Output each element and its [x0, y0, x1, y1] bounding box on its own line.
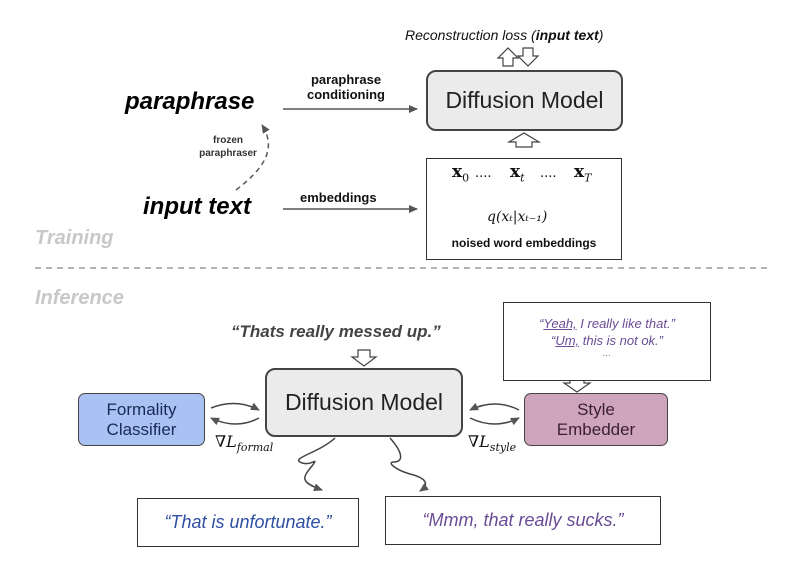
noised-caption: noised word embeddings: [451, 236, 597, 250]
reconstruction-loss-label: Reconstruction loss (input text): [405, 27, 603, 43]
style-example-1-open-quote: “: [539, 316, 544, 331]
reconstruction-loss-bold: input text: [535, 27, 599, 43]
style-label-line2: Embedder: [556, 419, 636, 439]
reconstruction-up-arrow: [496, 47, 520, 67]
style-label-line1: Style: [577, 399, 615, 419]
paraphrase-conditioning-label: paraphrase conditioning: [284, 72, 408, 102]
reconstruction-loss-prefix: Reconstruction loss (: [405, 27, 536, 43]
x0-sub: 0: [462, 171, 470, 185]
style-example-2-open-quote: “: [551, 333, 556, 348]
input-text-label: input text: [143, 193, 251, 220]
formal-gradient-sub: formal: [236, 441, 274, 455]
x0-symbol: x0: [452, 162, 469, 184]
input-quote: “Thats really messed up.”: [231, 322, 441, 341]
xT-sub: T: [584, 171, 592, 185]
x0-letter: x: [452, 162, 463, 182]
conditioning-line1: paraphrase: [310, 72, 382, 87]
reconstruction-loss-suffix: ): [598, 27, 604, 43]
style-to-model-arrow: [469, 402, 520, 411]
frozen-paraphraser-label: frozen paraphraser: [196, 134, 260, 160]
style-example-2-rest: this is not ok.”: [579, 333, 663, 348]
inference-diffusion-model: Diffusion Model: [265, 368, 463, 437]
style-embedder: Style Embedder: [524, 393, 668, 446]
style-example-1: “Yeah, I really like that.”: [504, 315, 710, 332]
style-example-1-underlined: Yeah,: [543, 316, 577, 331]
reconstruction-down-arrow: [516, 47, 540, 67]
frozen-paraphraser-arrow: [235, 124, 270, 191]
formal-gradient-symbol: ∇L: [215, 432, 237, 451]
dots-2: ....: [540, 166, 557, 181]
inference-diffusion-model-label: Diffusion Model: [284, 389, 444, 415]
xT-symbol: xT: [574, 162, 591, 184]
formality-classifier: Formality Classifier: [78, 393, 205, 446]
transition-q-expression: q(xₜ|xₜ₋₁): [487, 209, 548, 225]
model-to-style-arrow: [469, 417, 520, 426]
embeddings-label: embeddings: [300, 190, 377, 205]
formality-label-line2: Classifier: [106, 419, 177, 439]
input-quote-block-arrow: [350, 349, 378, 367]
dots-1: ....: [475, 166, 492, 181]
frozen-label-line1: frozen: [213, 135, 243, 146]
style-examples-ellipsis: ...: [602, 348, 612, 359]
output-2-text: “Mmm, that really sucks.”: [422, 510, 624, 530]
formal-gradient-label: ∇Lformal: [215, 432, 273, 454]
noised-to-model-block-arrow: [506, 132, 542, 148]
inference-section-label: Inference: [35, 287, 124, 309]
output-1-text: “That is unfortunate.”: [164, 512, 332, 532]
training-section-label: Training: [35, 227, 114, 249]
output-sentence-style: “Mmm, that really sucks.”: [385, 496, 661, 545]
output-2-squiggle: [389, 437, 429, 492]
noised-embeddings-box: [426, 158, 622, 260]
output-sentence-formal: “That is unfortunate.”: [137, 498, 359, 547]
style-example-1-rest: I really like that.”: [576, 316, 675, 331]
style-example-2-underlined: Um,: [555, 333, 580, 348]
output-1-squiggle: [297, 437, 336, 492]
style-gradient-sub: style: [489, 441, 517, 455]
style-gradient-label: ∇Lstyle: [468, 432, 516, 454]
training-diffusion-model-label: Diffusion Model: [445, 87, 604, 113]
style-gradient-symbol: ∇L: [468, 432, 490, 451]
model-to-formality-arrow: [210, 417, 260, 426]
xt-letter: x: [510, 162, 521, 182]
training-diffusion-model: Diffusion Model: [426, 70, 623, 131]
formality-label-line1: Formality: [106, 399, 177, 419]
frozen-label-line2: paraphraser: [199, 148, 257, 159]
xt-symbol: xt: [510, 162, 525, 184]
formality-to-model-arrow: [210, 402, 260, 411]
style-example-2: “Um, this is not ok.”: [504, 332, 710, 349]
xT-letter: x: [574, 162, 585, 182]
conditioning-line2: conditioning: [307, 87, 385, 102]
style-examples-box: “Yeah, I really like that.” “Um, this is…: [503, 302, 711, 381]
xt-sub: t: [520, 171, 525, 185]
paraphrase-label: paraphrase: [125, 88, 255, 115]
